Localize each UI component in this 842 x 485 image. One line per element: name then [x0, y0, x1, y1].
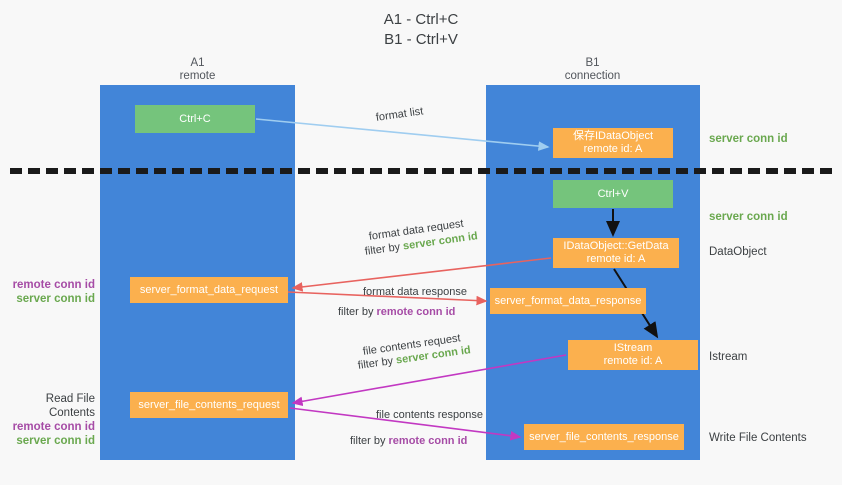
node-server-file-contents-request-label: server_file_contents_request: [138, 398, 280, 411]
edge-label-fdresp-filter-value: remote conn id: [376, 306, 456, 318]
node-getdata-line1: IDataObject::GetData: [563, 240, 669, 252]
node-ctrl-v-label: Ctrl+V: [597, 187, 629, 200]
node-ctrl-c[interactable]: Ctrl+C: [135, 105, 255, 133]
title-line-1: A1 - Ctrl+C: [383, 11, 459, 28]
edge-label-fcreq-filter-prefix: filter by: [357, 354, 397, 372]
node-server-format-data-request[interactable]: server_format_data_request: [130, 277, 288, 303]
node-ctrl-v[interactable]: Ctrl+V: [553, 180, 673, 208]
edge-label-fcresp-filter-value: remote conn id: [388, 435, 468, 447]
annotation-mid-remote-conn-id: remote conn id: [12, 279, 95, 291]
node-server-file-contents-request[interactable]: server_file_contents_request: [130, 392, 288, 418]
node-server-format-data-response[interactable]: server_format_data_response: [490, 288, 646, 314]
node-server-file-contents-response-label: server_file_contents_response: [529, 430, 679, 443]
edge-label-fdresp-filter-prefix: filter by: [338, 306, 377, 318]
annotation-write-file-contents: Write File Contents: [709, 432, 807, 444]
lane-a1-name: A1: [190, 57, 205, 69]
node-save-idataobject-line1: 保存IDataObject: [572, 130, 654, 142]
node-save-idataobject-line2: remote id: A: [583, 143, 643, 155]
lane-b1-name: B1: [585, 57, 600, 69]
phase-divider: [10, 168, 832, 174]
page-title: A1 - Ctrl+C B1 - Ctrl+V: [0, 10, 842, 50]
annotation-read-file-contents: Read File Contents: [45, 393, 95, 419]
annotation-dataobject: DataObject: [709, 246, 767, 258]
annotation-read-remote-conn-id: remote conn id: [12, 421, 95, 433]
node-istream-text: IStream remote id: A: [604, 342, 663, 368]
node-istream[interactable]: IStream remote id: A: [568, 340, 698, 370]
node-save-idataobject-text: 保存IDataObject remote id: A: [573, 130, 653, 156]
node-getdata-line2: remote id: A: [586, 253, 646, 265]
edge-label-file-contents-response: file contents response: [376, 409, 484, 421]
node-server-format-data-request-label: server_format_data_request: [139, 283, 279, 296]
node-server-format-data-response-label: server_format_data_response: [494, 294, 642, 307]
edge-label-fcresp-filter-prefix: filter by: [350, 435, 389, 447]
annotation-mid-conn-ids: remote conn id server conn id: [0, 278, 95, 306]
lane-b1-sub: connection: [564, 70, 621, 82]
annotation-server-conn-id-top: server conn id: [709, 133, 788, 145]
edge-label-file-contents-response-filter: filter by remote conn id: [350, 434, 467, 448]
node-idataobject-getdata[interactable]: IDataObject::GetData remote id: A: [553, 238, 679, 268]
annotation-read-server-conn-id: server conn id: [16, 435, 95, 447]
node-server-file-contents-response[interactable]: server_file_contents_response: [524, 424, 684, 450]
edge-label-fdreq-filter-prefix: filter by: [364, 240, 404, 258]
node-ctrl-c-label: Ctrl+C: [179, 112, 211, 125]
lane-header-b1: B1 connection: [515, 57, 670, 83]
title-line-2: B1 - Ctrl+V: [384, 31, 458, 48]
edge-label-format-data-response-filter: filter by remote conn id: [338, 305, 455, 319]
edge-label-format-list: format list: [375, 105, 425, 124]
edge-label-format-data-response: format data response: [363, 286, 467, 298]
lane-a1-sub: remote: [179, 70, 216, 82]
annotation-server-conn-id-mid: server conn id: [709, 211, 788, 223]
node-save-idataobject[interactable]: 保存IDataObject remote id: A: [553, 128, 673, 158]
annotation-mid-server-conn-id: server conn id: [16, 293, 95, 305]
node-istream-line2: remote id: A: [603, 355, 663, 367]
annotation-istream: Istream: [709, 351, 748, 363]
annotation-read-file-contents-group: Read File Contents remote conn id server…: [0, 392, 95, 448]
lane-header-a1: A1 remote: [120, 57, 275, 83]
node-istream-line1: IStream: [613, 342, 653, 354]
node-getdata-text: IDataObject::GetData remote id: A: [563, 240, 668, 266]
